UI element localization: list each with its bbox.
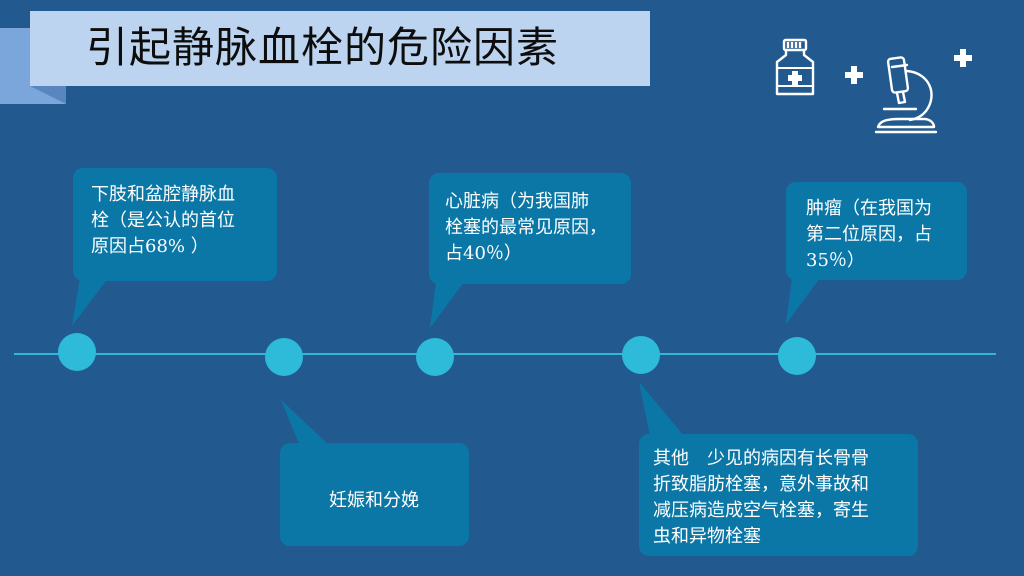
risk-factor-card: 肿瘤（在我国为 第二位原因，占 35％） bbox=[786, 182, 967, 280]
risk-factor-text: 心脏病（为我国肺 栓塞的最常见原因， 占40％） bbox=[445, 189, 607, 267]
text-line: 肿瘤（在我国为 bbox=[806, 198, 932, 219]
plus-icon bbox=[845, 66, 863, 88]
text-line: 其他 少见的病因有长骨骨 bbox=[653, 448, 869, 469]
text-line: 减压病造成空气栓塞，寄生 bbox=[653, 500, 869, 521]
title-banner bbox=[30, 11, 650, 86]
text-line: 原因占68% ） bbox=[91, 236, 209, 257]
callout-pointer-5 bbox=[786, 278, 820, 324]
callout-pointer-3 bbox=[430, 282, 464, 328]
callout-pointer-2 bbox=[281, 400, 330, 446]
timeline-node bbox=[265, 338, 303, 376]
risk-factor-card: 妊娠和分娩 bbox=[280, 443, 469, 546]
text-line: 妊娠和分娩 bbox=[329, 490, 419, 511]
text-line: 心脏病（为我国肺 bbox=[445, 191, 589, 212]
risk-factor-text: 其他 少见的病因有长骨骨 折致脂肪栓塞，意外事故和 减压病造成空气栓塞，寄生 虫… bbox=[653, 446, 869, 550]
title-decoration-fold bbox=[30, 86, 66, 104]
timeline-node bbox=[416, 338, 454, 376]
callout-pointer-4 bbox=[639, 382, 684, 436]
callout-pointer-1 bbox=[72, 278, 108, 326]
timeline bbox=[14, 353, 996, 355]
text-line: 栓（是公认的首位 bbox=[91, 210, 235, 231]
text-line: 折致脂肪栓塞，意外事故和 bbox=[653, 474, 869, 495]
plus-icon bbox=[954, 49, 972, 71]
risk-factor-text: 下肢和盆腔静脉血 栓（是公认的首位 原因占68% ） bbox=[91, 182, 235, 260]
text-line: 栓塞的最常见原因， bbox=[445, 217, 607, 238]
text-line: 下肢和盆腔静脉血 bbox=[91, 184, 235, 205]
text-line: 第二位原因，占 bbox=[806, 224, 932, 245]
timeline-node bbox=[778, 337, 816, 375]
timeline-node bbox=[58, 333, 96, 371]
text-line: 虫和异物栓塞 bbox=[653, 526, 761, 547]
microscope-icon bbox=[870, 55, 942, 139]
risk-factor-card: 其他 少见的病因有长骨骨 折致脂肪栓塞，意外事故和 减压病造成空气栓塞，寄生 虫… bbox=[639, 434, 918, 556]
text-line: 占40％） bbox=[445, 243, 522, 264]
medicine-bottle-icon bbox=[772, 38, 818, 102]
risk-factor-card: 心脏病（为我国肺 栓塞的最常见原因， 占40％） bbox=[429, 173, 631, 284]
risk-factor-text: 妊娠和分娩 bbox=[329, 488, 419, 514]
timeline-node bbox=[622, 336, 660, 374]
text-line: 35％） bbox=[806, 250, 865, 271]
risk-factor-card: 下肢和盆腔静脉血 栓（是公认的首位 原因占68% ） bbox=[73, 168, 277, 281]
risk-factor-text: 肿瘤（在我国为 第二位原因，占 35％） bbox=[806, 196, 932, 274]
slide-title: 引起静脉血栓的危险因素 bbox=[86, 23, 560, 72]
